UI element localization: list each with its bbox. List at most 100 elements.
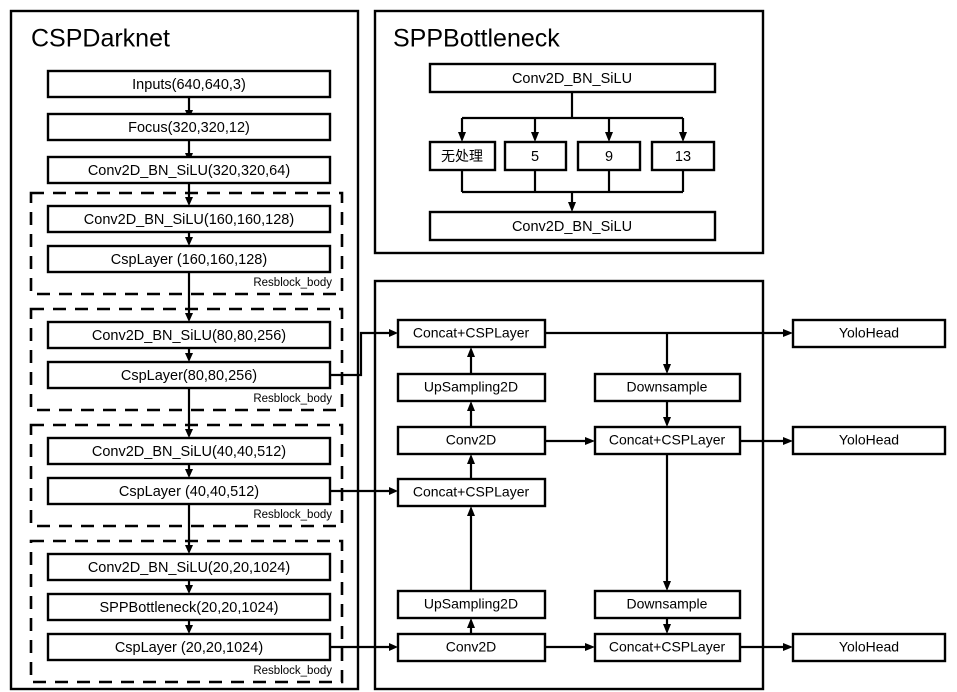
box-concat-csplayer-p3[interactable]: [396, 318, 547, 349]
box-yolohead-2-label: YoloHead: [839, 432, 899, 448]
arrowhead-spp-branch-4: [679, 132, 687, 142]
arrowhead-skip-p5: [389, 643, 398, 651]
box-conv2d-bottom[interactable]: [396, 632, 547, 663]
box-yolohead-2[interactable]: [791, 425, 947, 456]
resblock-body-2-frame: [29, 307, 344, 412]
box-spp-branch-5-label: 5: [531, 149, 539, 165]
panel-title-cspdarknet: CSPDarknet: [31, 25, 170, 53]
arrowhead-rb1-rb2: [185, 313, 193, 322]
box-conv2d-bn-silu-80[interactable]: [46, 320, 332, 350]
box-csplayer-40-label: CspLayer (40,40,512): [119, 484, 259, 500]
box-spp-branch-13[interactable]: [650, 140, 716, 172]
box-conv2d-bn-silu-80-label: Conv2D_BN_SiLU(80,80,256): [92, 328, 286, 344]
arrowhead-rb2-internal: [185, 353, 193, 362]
box-csplayer-40[interactable]: [46, 476, 332, 506]
box-spp-branch-identity[interactable]: [428, 140, 497, 172]
box-conv2d-bn-silu-160[interactable]: [46, 204, 332, 234]
arrowhead-yolohead-2: [783, 437, 793, 445]
box-csplayer-160[interactable]: [46, 244, 332, 274]
box-spp-output-conv-label: Conv2D_BN_SiLU: [512, 219, 632, 235]
arrowhead-rb3-internal: [185, 469, 193, 478]
box-spp-input-conv[interactable]: [428, 62, 717, 94]
box-conv2d-bn-silu-320-label: Conv2D_BN_SiLU(320,320,64): [88, 163, 290, 179]
box-upsampling2d-bottom-label: UpSampling2D: [424, 596, 518, 612]
box-downsample-bottom-label: Downsample: [627, 596, 708, 612]
panel-sppbottleneck: [373, 9, 765, 255]
arrowhead-downsample-top-concat-mid: [663, 417, 671, 427]
arrowhead-conv-rb1: [185, 197, 193, 206]
box-focus[interactable]: [46, 112, 332, 142]
resblock-body-3-tag: Resblock_body: [253, 509, 332, 521]
box-spp-output-conv[interactable]: [428, 210, 717, 242]
arrowhead-rb4-internal-2: [185, 625, 193, 634]
arrowhead-concat-mid-downsample-bottom: [663, 581, 671, 591]
box-conv2d-bn-silu-20[interactable]: [46, 552, 332, 582]
box-spp-branch-9-label: 9: [605, 149, 613, 165]
box-yolohead-1-label: YoloHead: [839, 325, 899, 341]
box-sppbottleneck-20-label: SPPBottleneck(20,20,1024): [100, 600, 279, 616]
box-conv2d-bn-silu-40[interactable]: [46, 436, 332, 466]
box-csplayer-160-label: CspLayer (160,160,128): [111, 252, 267, 268]
box-conv2d-bottom-label: Conv2D: [446, 639, 497, 655]
box-csplayer-80-label: CspLayer(80,80,256): [121, 368, 257, 384]
arrowhead-rb3-rb4: [185, 545, 193, 554]
box-yolohead-3-label: YoloHead: [839, 639, 899, 655]
skip-connection-p3: [330, 331, 392, 377]
arrowhead-conv-upsample-top: [467, 401, 475, 411]
arrowhead-spp-branch-2: [531, 132, 539, 142]
resblock-body-1-frame: [29, 191, 344, 296]
box-spp-branch-identity-label: 无处理: [441, 149, 483, 165]
arrowhead-yolohead-1: [783, 329, 793, 337]
arrowhead-concat-p4-conv-top: [467, 454, 475, 464]
box-csplayer-20[interactable]: [46, 632, 332, 662]
resblock-body-1-tag: Resblock_body: [253, 277, 332, 289]
arrowhead-skip-p3: [389, 329, 398, 337]
arrowhead-conv-bottom-upsample-bottom: [467, 618, 475, 628]
box-conv2d-top-label: Conv2D: [446, 432, 497, 448]
arrowhead-spp-branch-1: [458, 132, 466, 142]
box-concat-csplayer-mid-right[interactable]: [593, 425, 742, 456]
panel-title-sppbottleneck: SPPBottleneck: [393, 25, 560, 53]
box-concat-csplayer-bottom-right[interactable]: [593, 632, 742, 663]
box-downsample-top[interactable]: [593, 372, 742, 403]
box-yolohead-3[interactable]: [791, 632, 947, 663]
box-inputs[interactable]: [46, 69, 332, 99]
box-upsampling2d-top-label: UpSampling2D: [424, 379, 518, 395]
box-conv2d-bn-silu-160-label: Conv2D_BN_SiLU(160,160,128): [84, 212, 294, 228]
box-downsample-top-label: Downsample: [627, 379, 708, 395]
box-concat-csplayer-p3-label: Concat+CSPLayer: [413, 325, 530, 341]
arrowhead-conv-top-concat-mid: [585, 437, 595, 445]
resblock-body-2-tag: Resblock_body: [253, 393, 332, 405]
arrowhead-downsample-bottom-concat-bottom: [663, 624, 671, 634]
box-downsample-bottom[interactable]: [593, 589, 742, 620]
box-concat-csplayer-mid-right-label: Concat+CSPLayer: [609, 432, 726, 448]
arrowhead-upsample-bottom-concat-p4: [467, 506, 475, 516]
resblock-body-4-tag: Resblock_body: [253, 665, 332, 677]
box-conv2d-bn-silu-320[interactable]: [46, 155, 332, 185]
arrowhead-spp-output: [568, 202, 576, 212]
box-focus-label: Focus(320,320,12): [128, 120, 250, 136]
box-conv2d-bn-silu-20-label: Conv2D_BN_SiLU(20,20,1024): [88, 560, 290, 576]
arrowhead-rb2-rb3: [185, 429, 193, 438]
arrowhead-p3-downsample-top: [663, 364, 671, 374]
box-sppbottleneck-20[interactable]: [46, 592, 332, 622]
resblock-body-4-frame: [29, 539, 344, 684]
box-spp-input-conv-label: Conv2D_BN_SiLU: [512, 71, 632, 87]
arrowhead-skip-p4: [389, 487, 398, 495]
box-csplayer-20-label: CspLayer (20,20,1024): [115, 640, 263, 656]
box-spp-branch-9[interactable]: [576, 140, 642, 172]
box-concat-csplayer-p4-left-label: Concat+CSPLayer: [413, 484, 530, 500]
box-yolohead-1[interactable]: [791, 318, 947, 349]
box-concat-csplayer-bottom-right-label: Concat+CSPLayer: [609, 639, 726, 655]
box-spp-branch-13-label: 13: [675, 149, 691, 165]
arrowhead-conv-bottom-concat-bottom: [585, 643, 595, 651]
arrowhead-rb4-internal-1: [185, 585, 193, 594]
arrowhead-upsample-concat-p3: [467, 347, 475, 357]
arrowhead-rb1-internal: [185, 237, 193, 246]
box-conv2d-bn-silu-40-label: Conv2D_BN_SiLU(40,40,512): [92, 444, 286, 460]
box-inputs-label: Inputs(640,640,3): [132, 77, 246, 93]
resblock-body-3-frame: [29, 423, 344, 528]
panel-cspdarknet: [9, 9, 360, 691]
